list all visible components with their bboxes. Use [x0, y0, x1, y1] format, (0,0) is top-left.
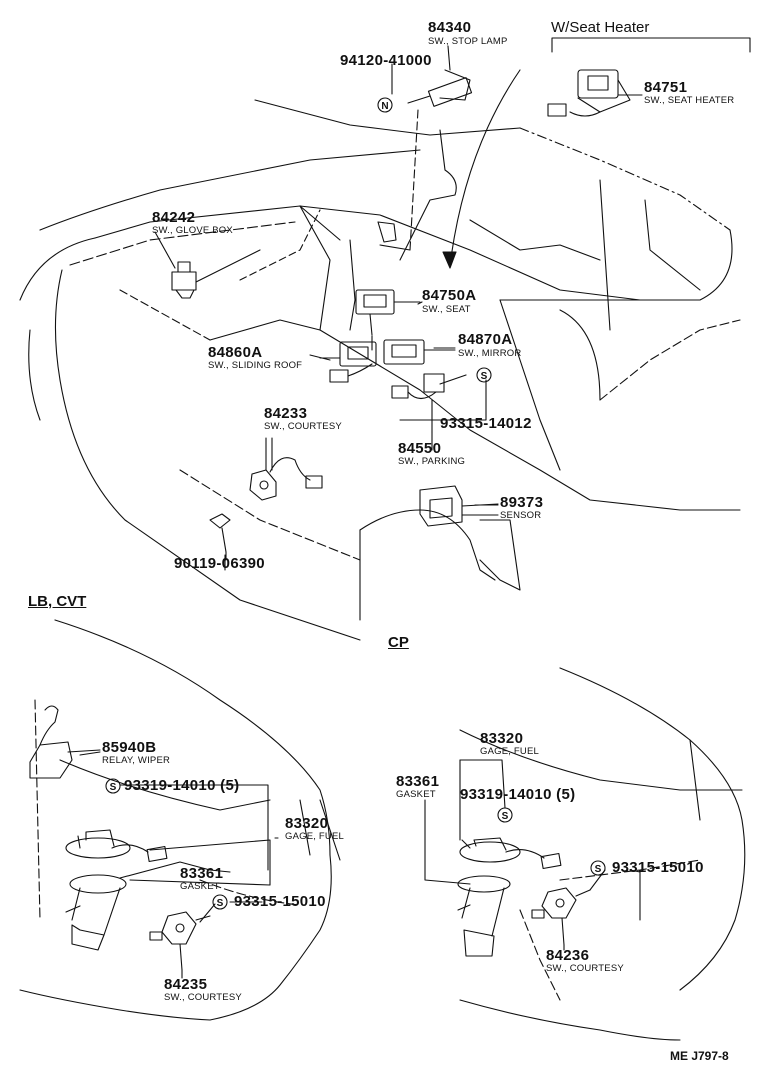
part-number-cp-gage-fuel: 83320 — [480, 730, 524, 747]
part-desc-sensor: SENSOR — [500, 510, 542, 521]
part-number-stop-lamp: 84340 — [428, 19, 472, 36]
s-mark-text-cp1: S — [502, 811, 509, 822]
part-number-seat-heater: 84751 — [644, 79, 688, 96]
part-number-cp-courtesy: 84236 — [546, 947, 590, 964]
part-number-sliding-roof: 84860A — [208, 344, 263, 361]
cp-courtesy-drawing — [531, 887, 591, 946]
n-mark-text: N — [381, 101, 388, 112]
part-number-cp-screw-gage: 93319-14010 (5) — [460, 786, 576, 803]
part-number-lb-screw-courtesy: 93315-15010 — [234, 893, 326, 910]
leader-lines-top — [154, 45, 643, 571]
part-desc-lb-gage-fuel: GAGE, FUEL — [285, 831, 345, 842]
seat-heater-bracket — [551, 37, 751, 53]
part-desc-sliding-roof: SW., SLIDING ROOF — [208, 360, 303, 371]
part-desc-cp-courtesy: SW., COURTESY — [546, 963, 624, 974]
part-desc-cp-gasket: GASKET — [396, 789, 436, 800]
seat-switch-drawing — [355, 289, 421, 336]
cp-leader-lines — [424, 759, 641, 951]
part-desc-cp-gage-fuel: GAGE, FUEL — [480, 746, 540, 757]
wiper-relay-drawing — [29, 705, 101, 779]
part-number-screw-front: 93315-14012 — [440, 415, 532, 432]
part-number-screw-courtesy: 90119-06390 — [174, 555, 265, 572]
lb-leader-lines — [79, 751, 279, 979]
part-number-cp-screw-courtesy: 93315-15010 — [612, 859, 704, 876]
part-number-mirror-sw: 84870A — [458, 331, 513, 348]
part-desc-stop-lamp: SW., STOP LAMP — [428, 36, 508, 47]
s-mark-icon-cp2 — [590, 860, 606, 876]
seat-heater-arrow — [449, 69, 521, 266]
part-desc-parking: SW., PARKING — [398, 456, 466, 467]
diagram-code: ME J797-8 — [670, 1049, 729, 1063]
stop-lamp-switch-drawing — [377, 69, 473, 251]
part-number-stop-lamp-bolt: 94120-41000 — [340, 52, 432, 69]
part-number-parking: 84550 — [398, 440, 442, 457]
symbol-marks — [105, 97, 606, 910]
part-number-lb-gage-fuel: 83320 — [285, 815, 329, 832]
s-mark-icon-lb2 — [212, 894, 228, 910]
part-number-wiper-relay: 85940B — [102, 739, 157, 756]
part-number-courtesy-front: 84233 — [264, 405, 308, 422]
s-mark-text-lb1: S — [110, 782, 117, 793]
section-lb-cvt: LB, CVT — [28, 593, 87, 610]
seat-heater-switch-drawing — [547, 69, 631, 117]
mirror-switch-drawing — [383, 339, 456, 365]
courtesy-switch-drawing — [209, 437, 323, 561]
section-seat-heater: W/Seat Heater — [551, 19, 650, 36]
s-mark-text-cp2: S — [595, 864, 602, 875]
part-desc-glove-box: SW., GLOVE BOX — [152, 225, 233, 236]
lb-body-outline — [19, 619, 341, 1021]
glove-box-switch-drawing — [171, 249, 261, 299]
part-number-lb-courtesy: 84235 — [164, 976, 208, 993]
s-mark-text-top: S — [481, 371, 488, 382]
s-mark-icon-cp1 — [497, 807, 513, 823]
part-number-cp-gasket: 83361 — [396, 773, 440, 790]
part-desc-seat-sw: SW., SEAT — [422, 304, 471, 315]
part-number-sensor: 89373 — [500, 494, 544, 511]
part-number-glove-box: 84242 — [152, 209, 196, 226]
s-mark-icon-lb1 — [105, 778, 121, 794]
part-desc-seat-heater: SW., SEAT HEATER — [644, 95, 735, 106]
part-desc-courtesy-front: SW., COURTESY — [264, 421, 342, 432]
s-mark-icon-top — [476, 367, 492, 383]
sliding-roof-switch-drawing — [319, 341, 377, 383]
part-desc-wiper-relay: RELAY, WIPER — [102, 755, 171, 766]
section-cp: CP — [388, 634, 409, 651]
cp-body-outline — [459, 667, 746, 1041]
vehicle-body-outline — [19, 99, 741, 641]
parking-switch-drawing — [391, 373, 487, 433]
n-mark-icon — [377, 97, 393, 113]
part-desc-lb-courtesy: SW., COURTESY — [164, 992, 242, 1003]
part-number-seat-sw: 84750A — [422, 287, 477, 304]
part-desc-lb-gasket: GASKET — [180, 881, 220, 892]
lb-fuel-gage-drawing — [65, 829, 168, 951]
s-mark-text-lb2: S — [217, 898, 224, 909]
part-desc-mirror-sw: SW., MIRROR — [458, 348, 522, 359]
part-number-lb-gasket: 83361 — [180, 865, 224, 882]
part-number-lb-screw-gage: 93319-14010 (5) — [124, 777, 240, 794]
cp-fuel-gage-drawing — [457, 837, 562, 957]
